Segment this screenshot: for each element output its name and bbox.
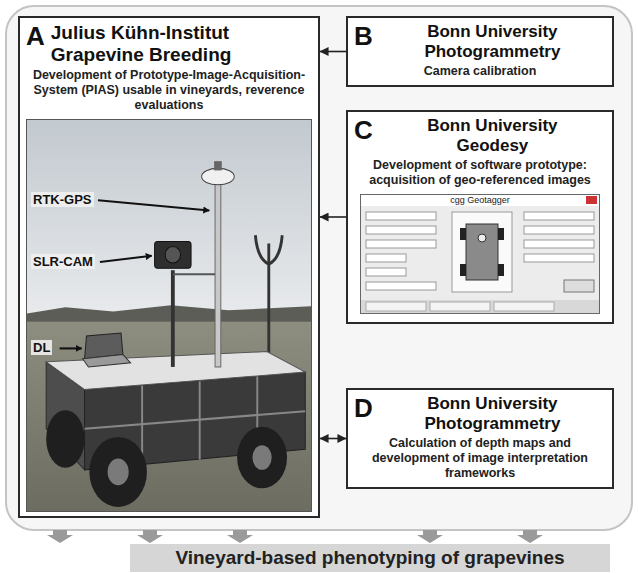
box-body: Development of software prototype: acqui… <box>354 158 606 188</box>
connector-arrow <box>320 51 346 53</box>
box-header: B Bonn University Photogrammetry <box>354 22 606 62</box>
band-text: Vineyard-based phenotyping of grapevines <box>175 547 564 569</box>
wheel <box>89 437 147 507</box>
block-arrow <box>47 530 73 543</box>
leader-line <box>100 256 152 262</box>
laptop-base <box>83 355 131 367</box>
form-field <box>366 240 436 248</box>
tool-fork <box>255 235 282 264</box>
gps-pole <box>215 184 221 367</box>
block-arrow <box>227 530 253 543</box>
wheel-icon <box>498 264 504 276</box>
camera-mount <box>171 270 175 367</box>
box-header: C Bonn University Geodesy <box>354 116 606 156</box>
camera-arm <box>173 273 215 275</box>
result-band: Vineyard-based phenotyping of grapevines <box>130 544 610 572</box>
camera-lens <box>165 247 180 263</box>
partner-box: B Bonn University PhotogrammetryCamera ca… <box>346 16 614 87</box>
button <box>564 280 594 292</box>
block-arrow <box>417 530 443 543</box>
wheel <box>46 410 84 468</box>
wheel-hub <box>252 445 271 470</box>
screenshot-illustration <box>360 194 600 314</box>
gps-antenna <box>202 168 235 184</box>
antenna-icon <box>478 234 486 242</box>
cart-topview <box>466 224 498 280</box>
form-field <box>366 226 436 234</box>
title-bar <box>361 195 599 206</box>
form-field <box>366 268 406 276</box>
box-letter: B <box>354 22 373 50</box>
part-label: SLR-CAM <box>31 254 95 269</box>
partner-box: D Bonn University PhotogrammetryCalculati… <box>346 388 614 489</box>
cart-illustration <box>27 120 311 511</box>
window-frame <box>361 195 600 314</box>
cart-photo: RTK-GPS SLR-CAM DL <box>26 119 312 512</box>
box-heading: Julius Kühn-Institut Grapevine Breeding <box>51 22 312 66</box>
block-arrows <box>47 530 543 543</box>
form-field <box>524 254 594 262</box>
partner-box: C Bonn University GeodesyDevelopment of s… <box>346 110 614 324</box>
wheel <box>237 427 287 489</box>
box-letter: A <box>26 22 45 50</box>
cart-panel <box>452 212 512 292</box>
wheel-icon <box>498 228 504 240</box>
box-heading: Bonn University Photogrammetry <box>410 394 575 434</box>
form-field <box>366 212 436 220</box>
block-arrow <box>137 530 163 543</box>
close-button <box>586 196 597 204</box>
wheel-icon <box>460 264 466 276</box>
form-field <box>524 226 594 234</box>
status-cell <box>366 302 426 311</box>
status-bar <box>361 300 599 313</box>
form-field <box>366 282 436 290</box>
form-field <box>524 212 594 220</box>
gps-cap <box>214 161 222 170</box>
part-label: DL <box>31 340 52 355</box>
box-heading: Bonn University Geodesy <box>410 116 575 156</box>
window-title: cgg Geotagger <box>360 195 600 205</box>
wheel-icon <box>460 228 466 240</box>
box-letter: C <box>354 116 373 144</box>
cart-rail <box>85 411 306 428</box>
connector-arrow <box>320 216 346 218</box>
leader-line <box>60 347 82 349</box>
box-body: Calculation of depth maps and developmen… <box>354 436 606 481</box>
slr-camera <box>155 241 191 268</box>
form-field <box>366 254 406 262</box>
cart-post <box>199 381 201 459</box>
box-body: Development of Prototype-Image-Acquisiti… <box>26 68 312 113</box>
wheel-hub <box>108 459 129 486</box>
leader-line <box>98 200 209 210</box>
box-heading: Bonn University Photogrammetry <box>410 22 575 62</box>
part-label: RTK-GPS <box>31 192 94 207</box>
rounded-region <box>6 6 632 530</box>
form-field <box>524 240 594 248</box>
status-cell <box>430 302 490 311</box>
partner-box: AJulius Kühn-Institut Grapevine Breeding… <box>18 16 320 518</box>
connector-arrow <box>320 438 346 440</box>
box-letter: D <box>354 394 373 422</box>
software-screenshot: cgg Geotagger <box>360 194 600 314</box>
box-header: AJulius Kühn-Institut Grapevine Breeding <box>26 22 312 66</box>
box-header: D Bonn University Photogrammetry <box>354 394 606 434</box>
block-arrow <box>517 530 543 543</box>
status-cell <box>494 302 554 311</box>
box-body: Camera calibration <box>354 64 606 79</box>
